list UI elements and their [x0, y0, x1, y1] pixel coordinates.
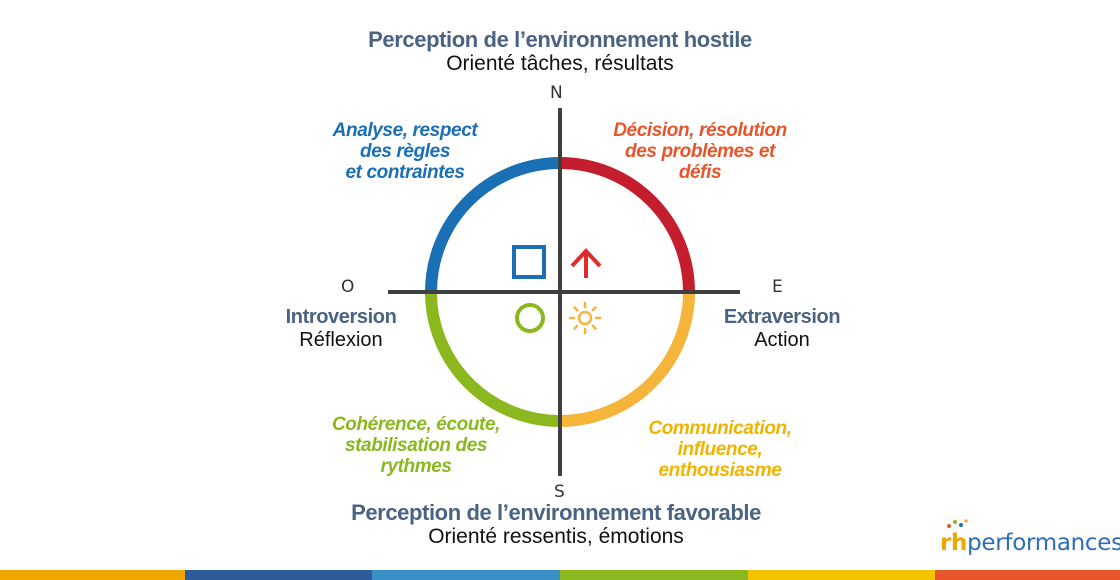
- footer-bar-red: [935, 570, 1120, 580]
- compass-west: O: [341, 277, 355, 297]
- quadrant-label-top-left: Analyse, respect des règles et contraint…: [300, 120, 510, 183]
- quadrant-line: défis: [678, 162, 722, 183]
- footer-bar-blue: [372, 570, 560, 580]
- quadrant-label-bottom-left: Cohérence, écoute, stabilisation des ryt…: [305, 414, 527, 477]
- rh-performances-logo: rhperformances: [940, 519, 1120, 556]
- quadrant-label-bottom-right: Communication, influence, enthousiasme: [610, 418, 830, 481]
- square-icon: [512, 245, 546, 279]
- compass-east: E: [772, 277, 783, 297]
- top-heading: Perception de l’environnement hostile: [368, 27, 752, 52]
- quadrant-line: influence,: [677, 439, 763, 460]
- quadrant-line: des règles: [360, 141, 450, 162]
- quadrant-label-top-right: Décision, résolution des problèmes et dé…: [585, 120, 815, 183]
- quadrant-line: enthousiasme: [658, 460, 782, 481]
- compass-north: N: [550, 83, 563, 103]
- right-block: Extraversion Action: [702, 305, 862, 352]
- quadrant-line: Communication,: [648, 418, 792, 439]
- arc-top-right: [559, 157, 695, 293]
- footer-bar-green: [560, 570, 748, 580]
- arc-top-left: [425, 157, 561, 293]
- quadrant-line: Cohérence, écoute,: [331, 414, 501, 435]
- quadrant-line: stabilisation des: [344, 435, 488, 456]
- quadrant-line: et contraintes: [345, 162, 465, 183]
- quadrant-line: Analyse, respect: [332, 120, 478, 141]
- bottom-subheading: Orienté ressentis, émotions: [428, 525, 684, 548]
- footer-bar-yellow: [748, 570, 935, 580]
- circle-icon: [515, 303, 545, 333]
- quadrant-line: rythmes: [380, 456, 452, 477]
- logo-text: performances: [967, 530, 1120, 556]
- footer-bar-navy: [185, 570, 372, 580]
- quadrant-line: Décision, résolution: [613, 120, 787, 141]
- footer-bar-orange: [0, 570, 185, 580]
- quadrant-line: des problèmes et: [625, 141, 775, 162]
- left-heading: Introversion: [285, 306, 397, 328]
- bottom-block: Perception de l’environnement favorable …: [0, 500, 1112, 549]
- sun-icon: [568, 301, 602, 335]
- right-heading: Extraversion: [723, 306, 841, 328]
- left-block: Introversion Réflexion: [262, 305, 420, 352]
- bottom-heading: Perception de l’environnement favorable: [351, 500, 761, 525]
- top-block: Perception de l’environnement hostile Or…: [0, 27, 1120, 76]
- top-subheading: Orienté tâches, résultats: [446, 52, 674, 75]
- right-subheading: Action: [754, 329, 810, 351]
- left-subheading: Réflexion: [299, 329, 383, 351]
- compass-south: S: [554, 482, 565, 502]
- logo-rh: rh: [940, 530, 968, 556]
- arc-bottom-left: [425, 291, 561, 427]
- logo-dots-icon: [947, 519, 968, 528]
- arc-bottom-right: [559, 291, 695, 427]
- arrow-up-icon: [570, 248, 602, 278]
